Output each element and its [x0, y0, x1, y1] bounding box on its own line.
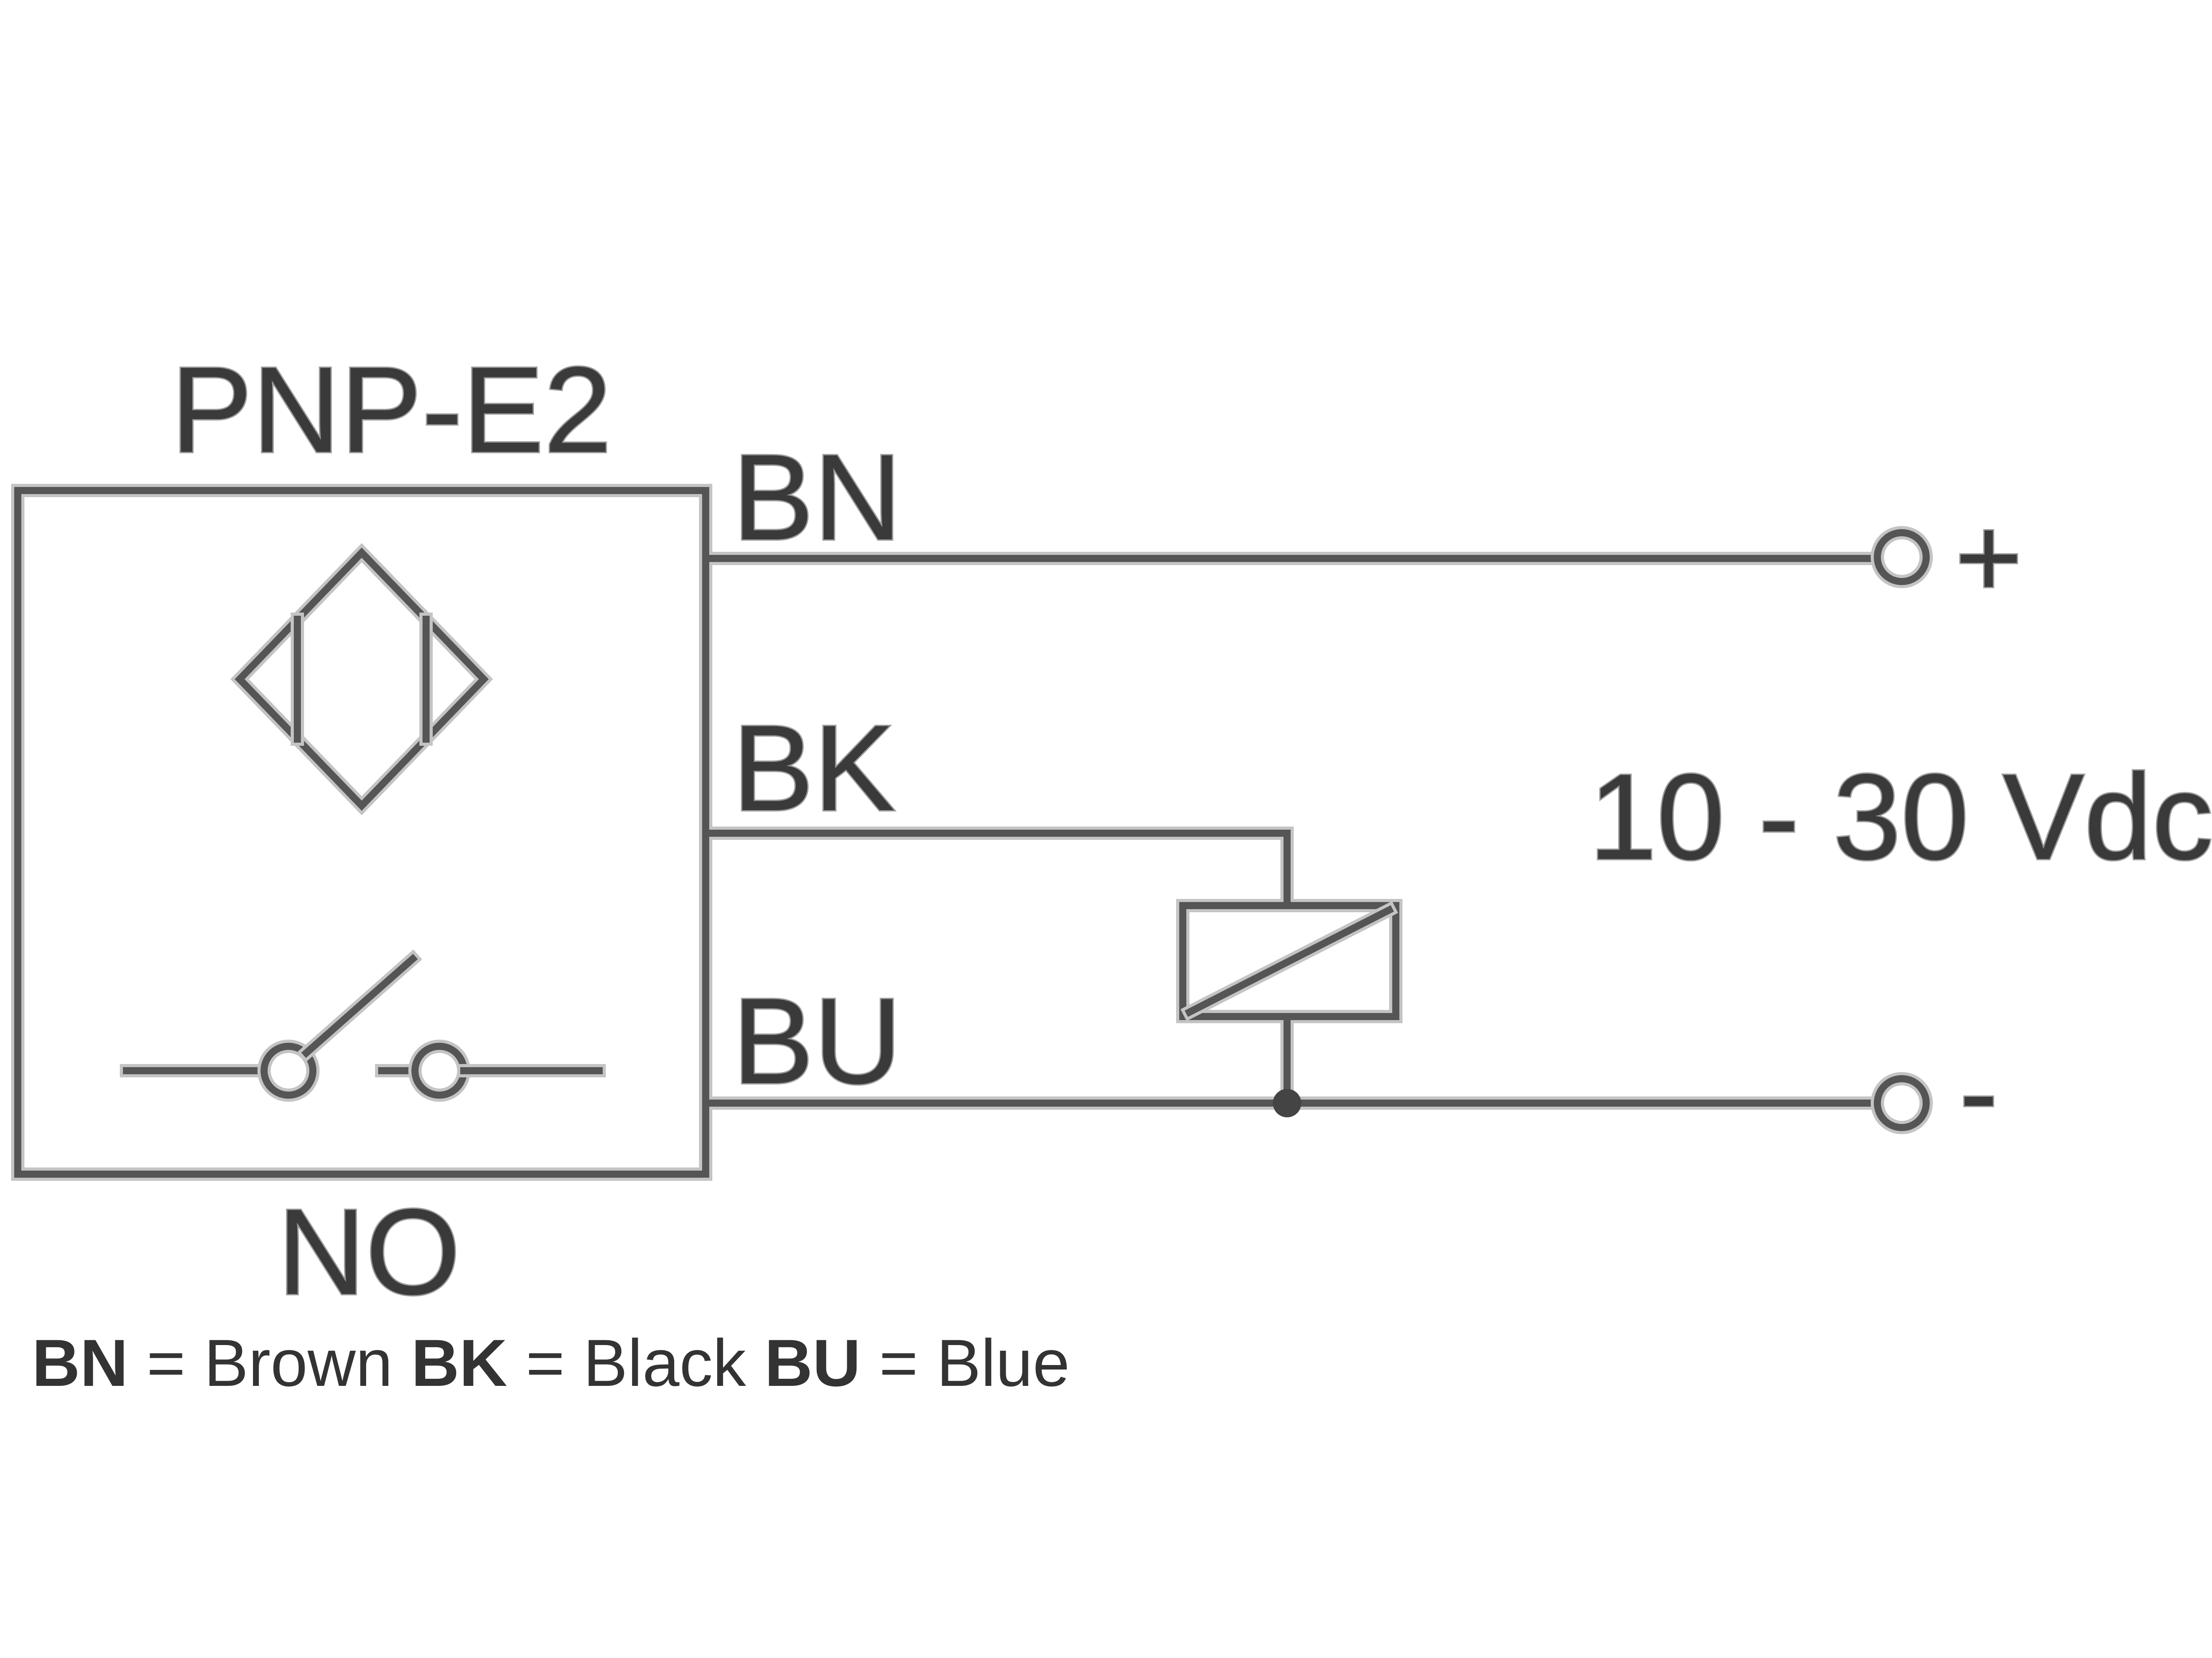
wire-bk-label: BK — [732, 700, 895, 836]
inductive-sensor-icon — [230, 543, 493, 815]
legend-bk-text: = Black — [507, 1326, 764, 1400]
wire-bn-label: BN — [732, 429, 902, 566]
wire-bk — [702, 830, 1291, 909]
terminal-minus-icon — [1871, 1072, 1933, 1134]
load-coil-icon — [1179, 901, 1399, 1021]
legend-bn-text: = Brown — [128, 1326, 411, 1400]
sensor-type-label: PNP-E2 — [171, 342, 612, 478]
wire-bu-label: BU — [732, 973, 902, 1109]
terminal-plus-label: + — [1955, 493, 2022, 622]
terminal-plus-icon — [1871, 526, 1933, 588]
contact-type-label: NO — [277, 1184, 461, 1320]
legend-bu-text: = Blue — [861, 1326, 1070, 1400]
legend-bu-code: BU — [765, 1326, 861, 1400]
supply-voltage-label: 10 - 30 Vdc — [1589, 749, 2212, 885]
color-legend: BN = Brown BK = Black BU = Blue — [32, 1326, 1070, 1400]
legend-bk-code: BK — [411, 1326, 507, 1400]
junction-dot — [1273, 1089, 1301, 1117]
legend-bn-code: BN — [32, 1326, 128, 1400]
terminal-minus-label: - — [1959, 1028, 1998, 1157]
normally-open-switch-icon — [120, 949, 606, 1102]
